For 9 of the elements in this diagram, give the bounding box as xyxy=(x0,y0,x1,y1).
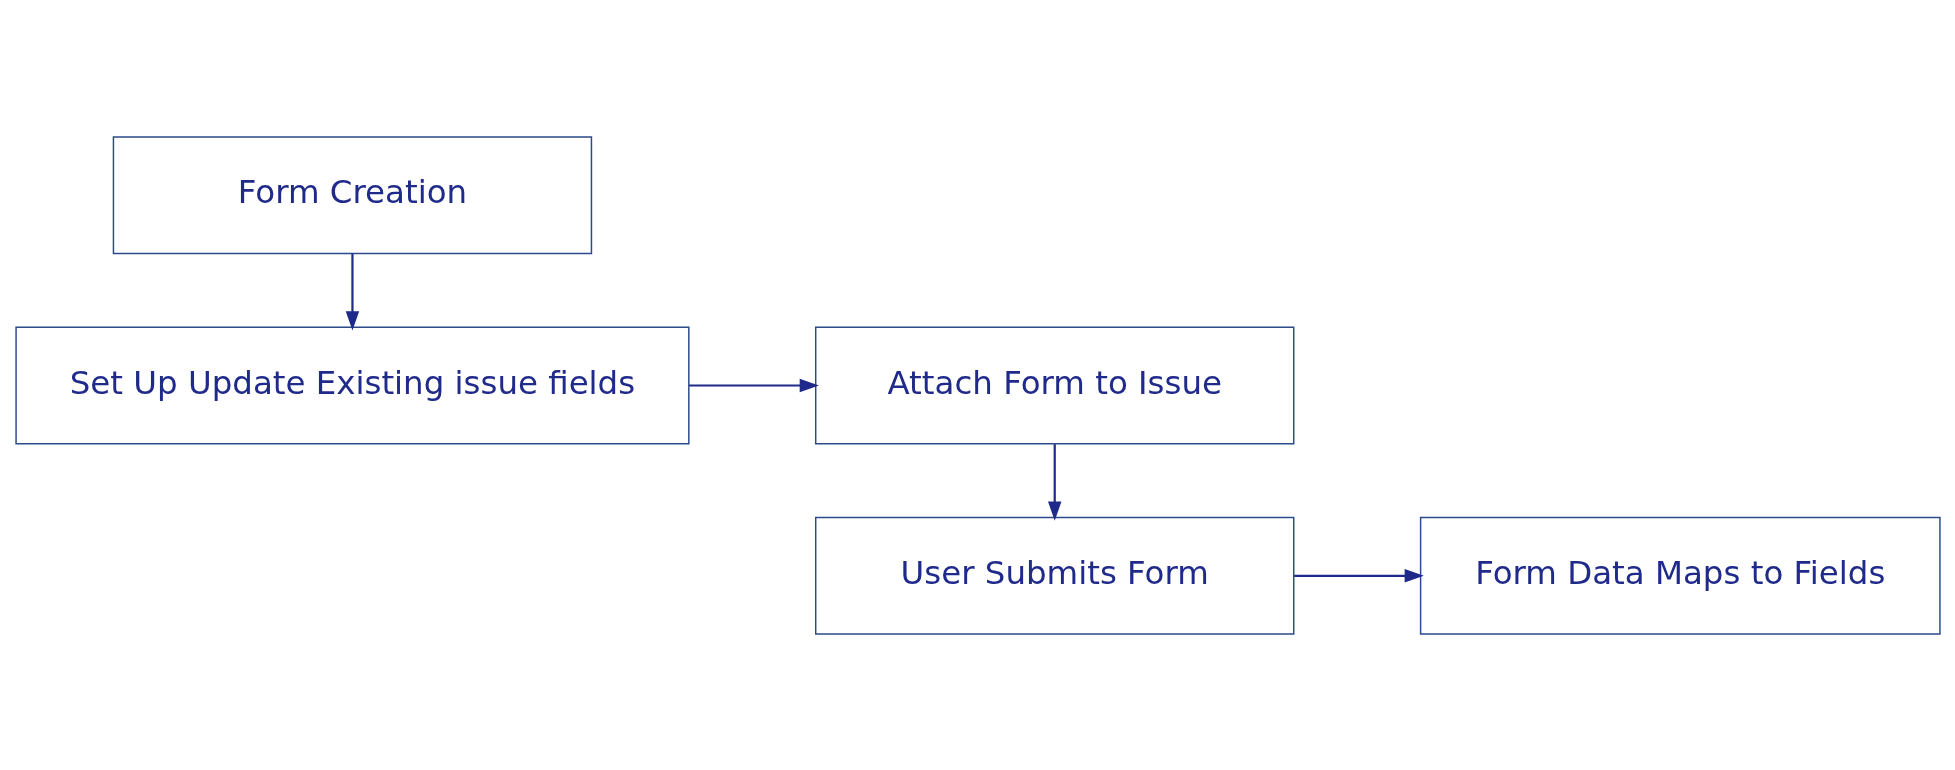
arrow xyxy=(1293,568,1424,583)
arrow xyxy=(1047,443,1061,521)
arrow xyxy=(345,253,359,330)
node-box: Attach Form to Issue xyxy=(814,326,1294,444)
node-box: User Submits Form xyxy=(814,516,1294,635)
node-box: Set Up Update Existing issue fields xyxy=(14,326,690,444)
arrow xyxy=(688,378,819,392)
node-box: Form Data Maps to Fields xyxy=(1419,516,1941,635)
node-box: Form Creation xyxy=(112,135,592,254)
